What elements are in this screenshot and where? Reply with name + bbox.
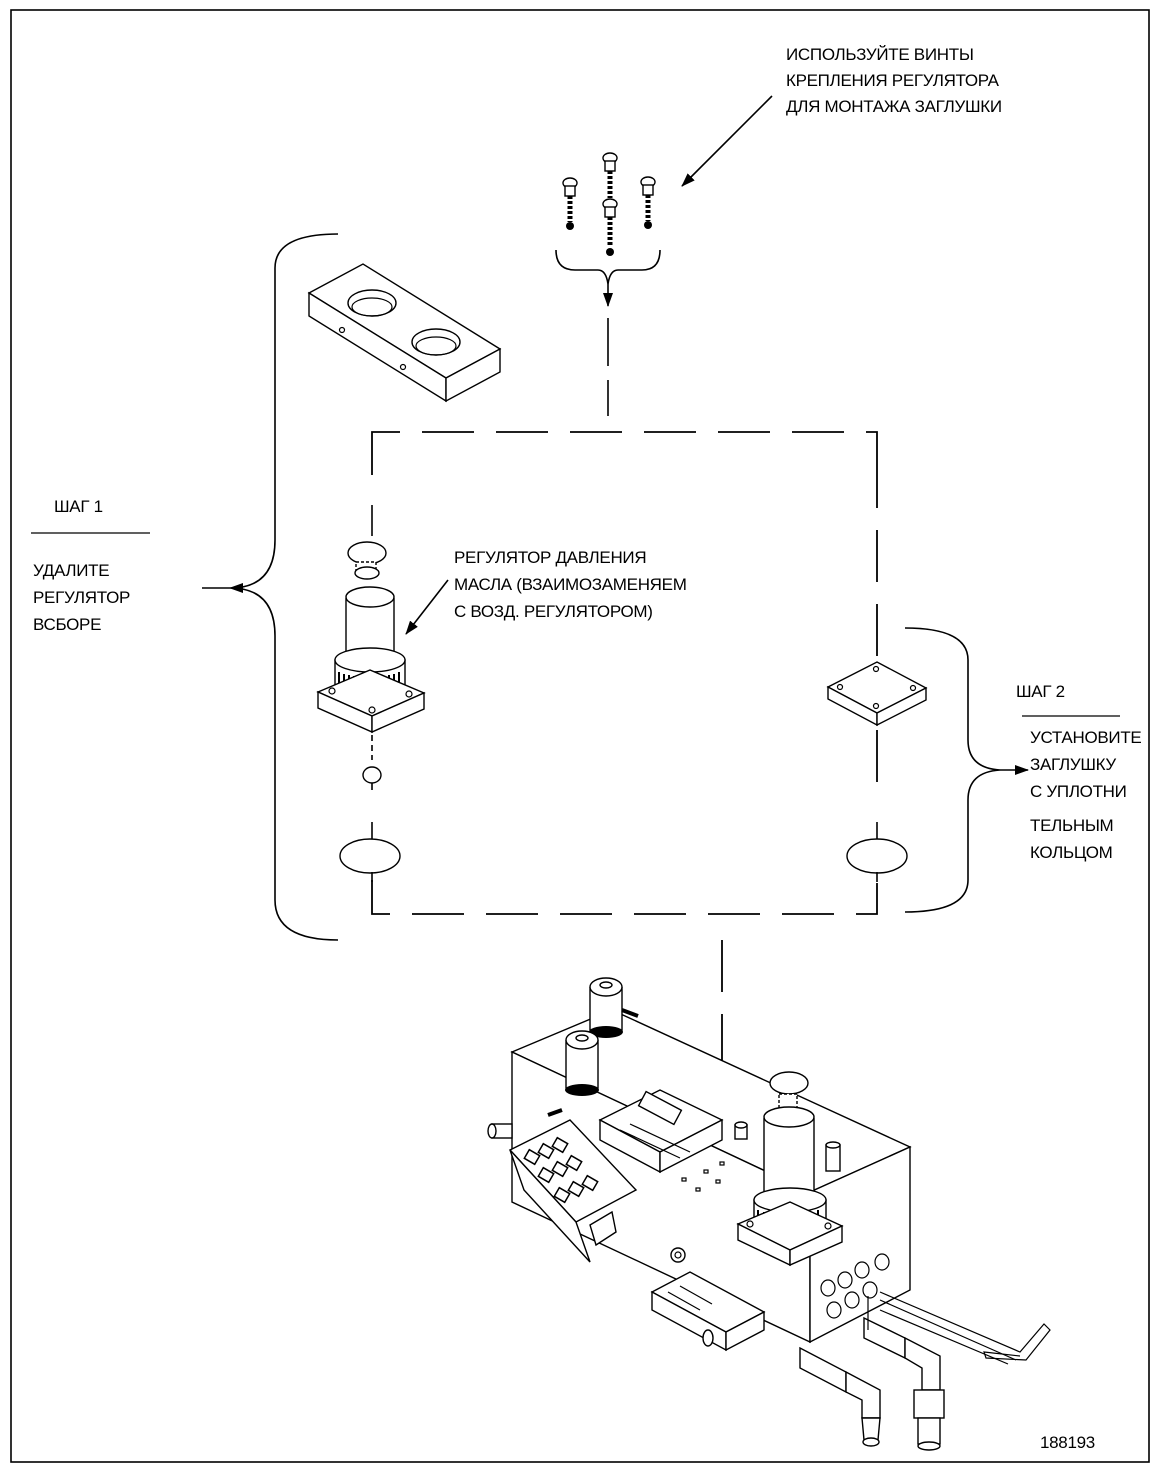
screws-group [555,152,661,307]
sensor-module [598,1089,724,1174]
step2-line-2: ЗАГЛУШКУ [1030,755,1116,774]
tube-bundle [867,1291,1051,1365]
step2-brace [904,627,1001,913]
screw-icon [602,152,618,256]
fitting [487,1123,513,1139]
step1-brace [229,233,339,941]
step1-line-1: УДАЛИТЕ [33,561,109,580]
screw-icon [640,176,656,229]
regulator-callout-line-2: МАСЛА (ВЗАИМОЗАМЕНЯЕМ [454,575,687,594]
terminal-block [508,1119,638,1263]
step2-title: ШАГ 2 [1016,682,1065,701]
step1-title: ШАГ 1 [54,497,103,516]
figure-number: 188193 [1040,1433,1095,1452]
top-plate [307,263,502,403]
screws-callout-line-2: КРЕПЛЕНИЯ РЕГУЛЯТОРА [786,71,1000,90]
regulator-callout-line-1: РЕГУЛЯТОР ДАВЛЕНИЯ [454,548,646,567]
screws-callout-line-3: ДЛЯ МОНТАЖА ЗАГЛУШКИ [786,97,1002,116]
solenoid-valve [589,977,639,1038]
step2-line-3: С УПЛОТНИ [1030,782,1127,801]
regulator-leader-arrow [405,579,449,635]
step1-line-3: ВСБОРЕ [33,615,101,634]
screw-icon [562,177,578,230]
regulator-callout-line-3: С ВОЗД. РЕГУЛЯТОРОМ) [454,602,653,621]
step1-line-2: РЕГУЛЯТОР [33,588,130,607]
dashed-frame-bottom [371,880,878,915]
screws-leader-arrow [681,95,773,187]
block-regulator [736,1071,844,1267]
fitting [825,1141,841,1172]
elbow-fitting [799,1346,881,1447]
step2-line-5: КОЛЬЦОМ [1030,843,1113,862]
fitting [734,1121,748,1140]
regulator-assembly [316,505,426,882]
manifold-block [487,977,1051,1451]
elbow-fitting [863,1316,945,1451]
screws-callout-line-1: ИСПОЛЬЗУЙТЕ ВИНТЫ [786,45,974,64]
dashed-frame-top [371,431,878,456]
connector-module [650,1247,766,1352]
screws-callout: ИСПОЛЬЗУЙТЕ ВИНТЫ КРЕПЛЕНИЯ РЕГУЛЯТОРА Д… [786,45,1002,116]
step2-line-4: ТЕЛЬНЫМ [1030,816,1113,835]
step2-line-1: УСТАНОВИТЕ [1030,728,1141,747]
solenoid-valve [547,1030,599,1117]
blanking-plate [826,661,928,882]
frame-border [10,9,1150,1463]
